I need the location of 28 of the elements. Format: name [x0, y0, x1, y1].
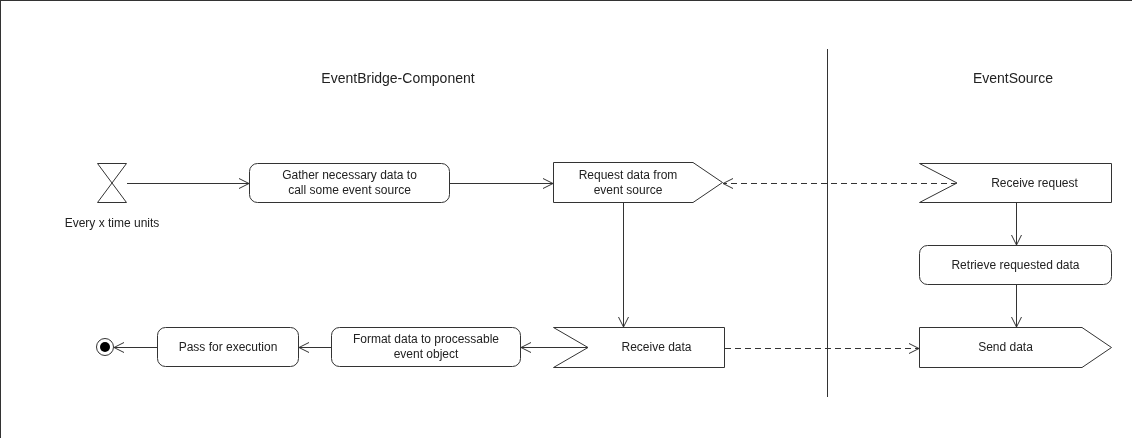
node-label: Receive request: [991, 175, 1078, 191]
send-signal-shape: [919, 327, 1112, 368]
send-signal-shape: [553, 162, 723, 203]
final-node: [96, 338, 114, 356]
time-event-hourglass: [97, 163, 127, 203]
action-box: [249, 163, 450, 203]
arrow: [449, 178, 554, 189]
accept-signal-shape: [553, 327, 725, 368]
accept-signal-shape: [919, 163, 1112, 203]
node-label: Receive data: [621, 340, 692, 355]
node-label: Gather necessary data to call some event source: [281, 168, 418, 198]
node-label: Pass for execution: [178, 339, 278, 355]
dashed-arrow: [724, 343, 920, 354]
arrow: [113, 342, 158, 353]
swimlane-heading: EventBridge-Component: [320, 69, 476, 88]
action-box: [331, 327, 521, 367]
node-label: Send data: [978, 340, 1033, 355]
time-event-label: Every x time units: [63, 215, 161, 232]
arrow: [1011, 202, 1022, 246]
node-label: Request data from event source: [577, 167, 679, 198]
arrow: [298, 342, 332, 353]
node-label: Retrieve requested data: [951, 257, 1080, 273]
action-box: [919, 245, 1112, 285]
node-label: Format data to processable event object: [351, 332, 501, 362]
swimlane-heading: EventSource: [971, 69, 1055, 88]
arrow: [1011, 284, 1022, 328]
action-box: [157, 327, 299, 367]
arrow: [618, 202, 629, 328]
